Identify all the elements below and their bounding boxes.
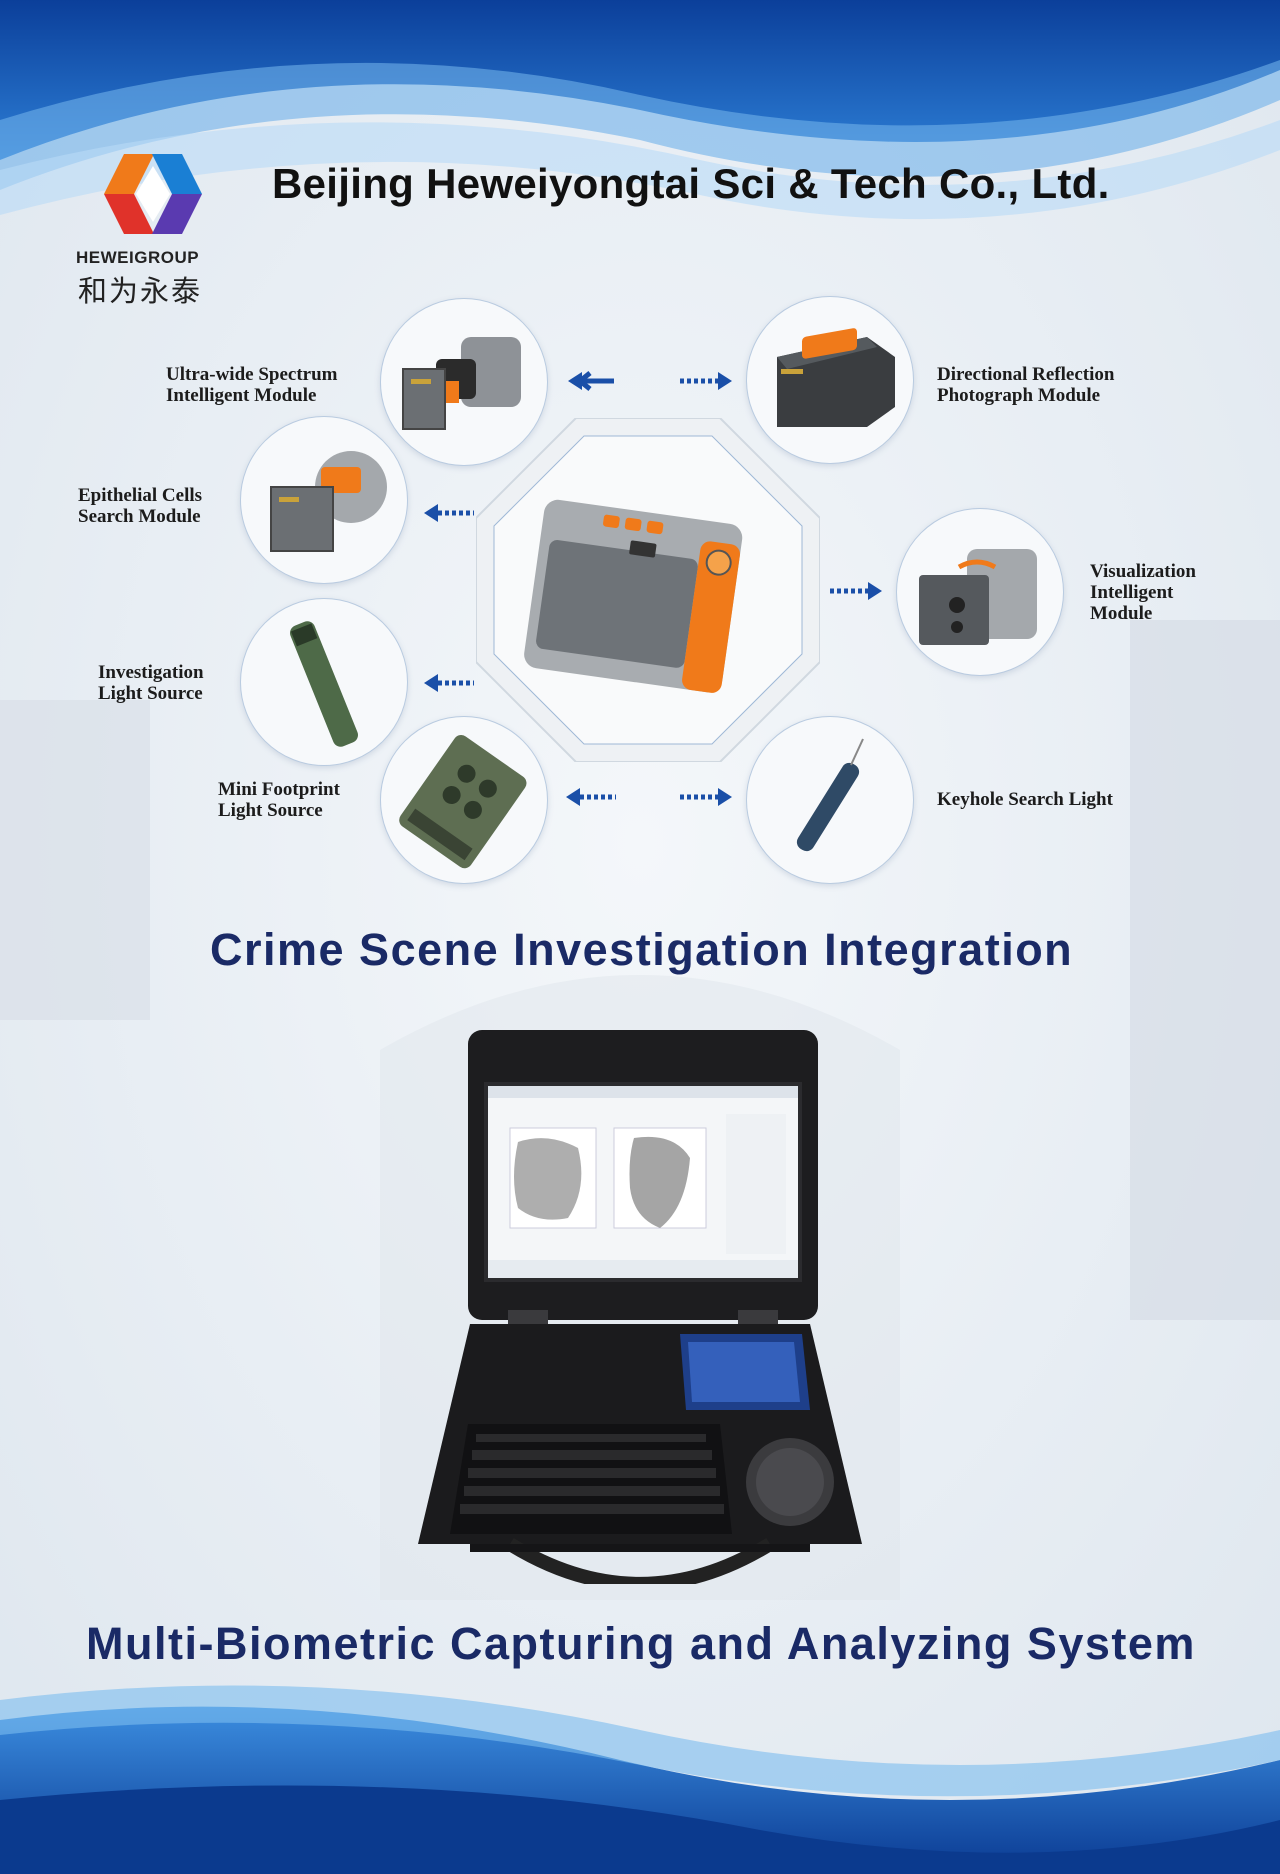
company-logo — [104, 154, 202, 234]
visualization-module-circle — [896, 508, 1064, 676]
label-directional-reflection-module: Directional Reflection Photograph Module — [937, 364, 1115, 406]
central-device-octagon — [476, 418, 820, 762]
investigation-light-circle — [240, 598, 408, 766]
rugged-laptop-image — [418, 1030, 862, 1584]
epithelial-cells-module-image — [270, 451, 387, 552]
label-epithelial-cells-module: Epithelial Cells Search Module — [78, 485, 203, 527]
arrow-left-icon — [568, 371, 614, 391]
label-mini-footprint-light: Mini Footprint Light Source — [218, 779, 340, 821]
epithelial-cells-module-circle — [240, 416, 408, 584]
mini-footprint-light-image — [399, 735, 527, 869]
company-name: Beijing Heweiyongtai Sci & Tech Co., Ltd… — [272, 160, 1110, 207]
directional-reflection-module-image — [777, 328, 895, 427]
arrow-right-icon — [680, 788, 732, 806]
integration-heading: Crime Scene Investigation Integration — [210, 924, 1074, 975]
system-heading: Multi-Biometric Capturing and Analyzing … — [86, 1618, 1196, 1669]
investigation-light-image — [290, 621, 358, 747]
arrow-left-icon — [424, 504, 474, 522]
directional-reflection-module-circle — [746, 296, 914, 464]
keyhole-search-light-image — [796, 738, 864, 852]
label-investigation-light: Investigation Light Source — [98, 662, 204, 704]
keyhole-search-light-circle — [746, 716, 914, 884]
mini-footprint-light-circle — [380, 716, 548, 884]
logo-english-name: HEWEIGROUP — [76, 248, 200, 267]
arrow-right-icon — [680, 372, 732, 390]
label-visualization-module: Visualization Intelligent Module — [1090, 561, 1196, 624]
arrow-left-icon — [424, 674, 474, 692]
label-ultra-wide-module: Ultra-wide Spectrum Intelligent Module — [166, 364, 338, 406]
ultra-wide-module-circle — [380, 298, 548, 466]
arrow-left-icon — [566, 788, 616, 806]
visualization-module-image — [919, 549, 1037, 645]
label-keyhole-search-light: Keyhole Search Light — [937, 789, 1113, 810]
arrow-right-icon — [830, 582, 882, 600]
logo-chinese-name: 和为永泰 — [78, 274, 203, 308]
ultra-wide-module-image — [402, 337, 521, 430]
